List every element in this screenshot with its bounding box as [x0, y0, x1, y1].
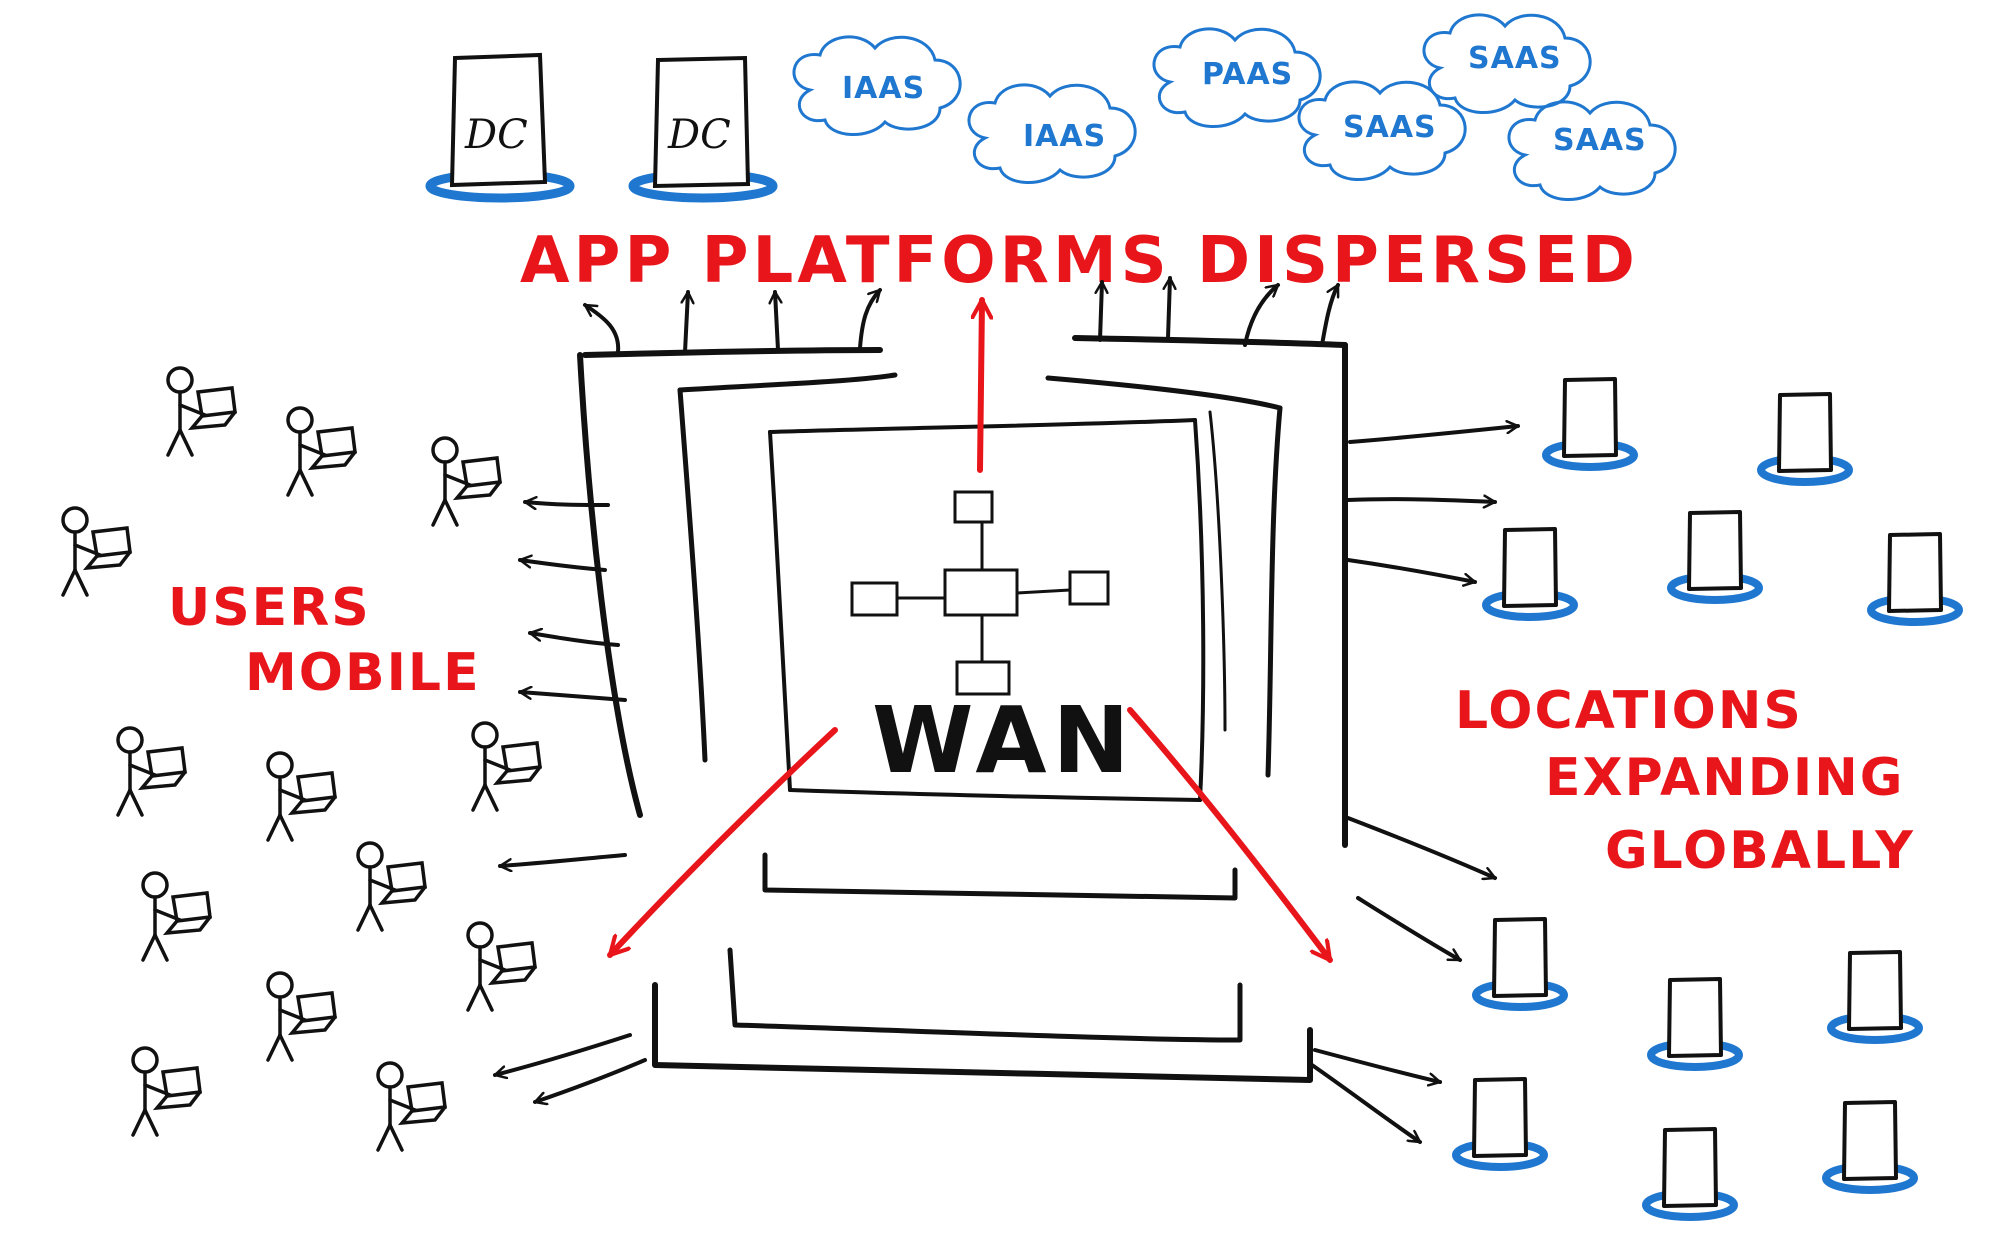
cloud-iaas-1: IAAS: [792, 35, 962, 136]
user-icon: [116, 726, 187, 817]
user-icon: [356, 841, 427, 932]
locations-label: LOCATIONS: [1455, 681, 1803, 741]
location-building-icon: [1642, 1127, 1738, 1221]
user-icon: [61, 506, 132, 597]
user-icon: [376, 1061, 447, 1152]
cloud-label: IAAS: [842, 71, 925, 106]
datacenter-group: DC DC: [425, 52, 778, 203]
datacenter-1: DC: [425, 52, 575, 203]
location-building-icon: [1482, 527, 1578, 621]
users-group: [61, 366, 542, 1152]
user-icon: [431, 436, 502, 527]
cloud-label: PAAS: [1202, 57, 1293, 92]
user-icon: [266, 751, 337, 842]
users-label: USERS: [168, 578, 371, 638]
cloud-iaas-2: IAAS: [967, 83, 1137, 184]
cloud-label: SAAS: [1343, 110, 1437, 145]
upward-arrows: [585, 278, 1340, 354]
location-building-icon: [1827, 950, 1923, 1044]
datacenter-2: DC: [628, 55, 778, 203]
user-icon: [471, 721, 542, 812]
location-building-icon: [1867, 532, 1963, 626]
user-icon: [266, 971, 337, 1062]
user-icon: [131, 1046, 202, 1137]
right-arrows: [1310, 426, 1518, 1144]
cloud-saas-1: SAAS: [1297, 80, 1467, 181]
locations-group: [1452, 377, 1963, 1221]
datacenter-label: DC: [667, 112, 731, 158]
user-icon: [286, 406, 357, 497]
user-icon: [166, 366, 237, 457]
cloud-saas-2: SAAS: [1422, 13, 1592, 114]
datacenter-label: DC: [464, 112, 528, 158]
wan-label: WAN: [872, 687, 1136, 794]
expanding-label: EXPANDING: [1545, 748, 1904, 808]
red-arrows: [607, 297, 1333, 960]
app-platforms-heading: APP PLATFORMS DISPERSED: [520, 224, 1639, 298]
mobile-label: MOBILE: [245, 643, 481, 703]
location-building-icon: [1452, 1077, 1548, 1171]
location-building-icon: [1647, 977, 1743, 1071]
user-icon: [466, 921, 537, 1012]
location-building-icon: [1757, 392, 1853, 486]
left-arrows: [495, 502, 647, 1102]
globally-label: GLOBALLY: [1605, 821, 1915, 881]
cloud-label: SAAS: [1468, 41, 1562, 76]
cloud-paas: PAAS: [1152, 27, 1322, 128]
cloud-label: SAAS: [1553, 123, 1647, 158]
cloud-saas-3: SAAS: [1507, 100, 1677, 201]
user-icon: [141, 871, 212, 962]
wan-frame: [577, 335, 1349, 1083]
location-building-icon: [1667, 510, 1763, 604]
location-building-icon: [1822, 1100, 1918, 1194]
cloud-label: IAAS: [1023, 119, 1106, 154]
cloud-group: IAAS IAAS PAAS SAAS SAAS SAAS: [792, 13, 1677, 201]
location-building-icon: [1542, 377, 1638, 471]
location-building-icon: [1472, 917, 1568, 1011]
network-topology-icon: [850, 490, 1110, 696]
